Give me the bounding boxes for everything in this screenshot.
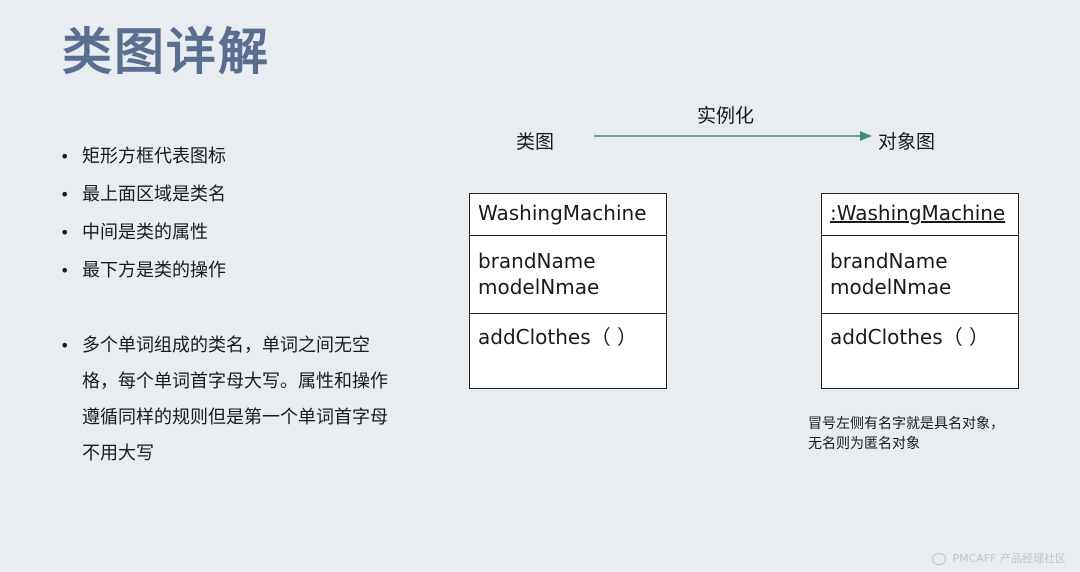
object-name-section: :WashingMachine <box>822 194 1018 236</box>
object-operation: addClothes（ ） <box>830 325 990 349</box>
page-title: 类图详解 <box>62 23 270 81</box>
object-box: :WashingMachine brandName modelNmae addC… <box>821 193 1019 389</box>
class-name: WashingMachine <box>478 201 647 225</box>
bullet-item: 最下方是类的操作 <box>60 252 400 290</box>
object-name: :WashingMachine <box>830 201 1006 225</box>
chat-bubble-icon <box>932 553 947 565</box>
object-diagram-label: 对象图 <box>878 131 936 153</box>
bullet-list: 矩形方框代表图标 最上面区域是类名 中间是类的属性 最下方是类的操作 多个单词组… <box>60 138 400 472</box>
object-note: 冒号左侧有名字就是具名对象， 无名则为匿名对象 <box>808 414 1004 454</box>
class-box: WashingMachine brandName modelNmae addCl… <box>469 193 667 389</box>
class-operations-section: addClothes（ ） <box>470 314 666 387</box>
bullet-item: 中间是类的属性 <box>60 214 400 252</box>
instantiation-label: 实例化 <box>697 105 755 127</box>
bullet-item: 矩形方框代表图标 <box>60 138 400 176</box>
naming-rule-bullet: 多个单词组成的类名，单词之间无空格，每个单词首字母大写。属性和操作遵循同样的规则… <box>60 328 400 472</box>
class-operation: addClothes（ ） <box>478 325 638 349</box>
class-attribute: modelNmae <box>478 275 600 299</box>
class-name-section: WashingMachine <box>470 194 666 236</box>
object-attribute: brandName <box>830 249 948 273</box>
watermark-text: PMCAFF 产品经理社区 <box>952 552 1066 565</box>
bullet-item: 最上面区域是类名 <box>60 176 400 214</box>
class-diagram-label: 类图 <box>516 131 555 153</box>
object-attributes-section: brandName modelNmae <box>822 236 1018 314</box>
note-line: 无名则为匿名对象 <box>808 436 920 452</box>
class-attributes-section: brandName modelNmae <box>470 236 666 314</box>
note-line: 冒号左侧有名字就是具名对象， <box>808 416 1004 432</box>
watermark: PMCAFF 产品经理社区 <box>932 550 1066 566</box>
object-operations-section: addClothes（ ） <box>822 314 1018 387</box>
instantiation-arrow <box>594 131 872 141</box>
object-attribute: modelNmae <box>830 275 952 299</box>
class-attribute: brandName <box>478 249 596 273</box>
